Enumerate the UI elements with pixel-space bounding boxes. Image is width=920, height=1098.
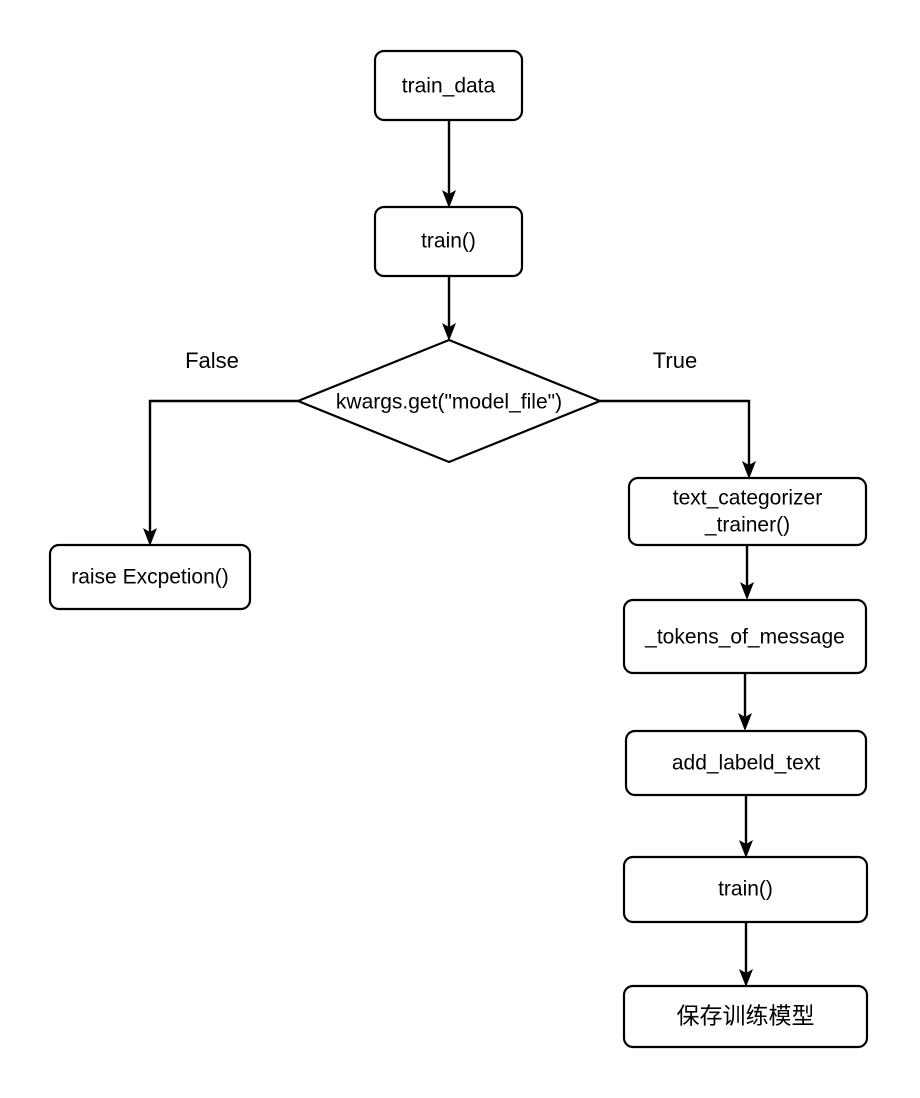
- arrow-head-icon: [742, 461, 756, 479]
- arrow-head-icon: [739, 969, 753, 987]
- node-tokens-of-message[interactable]: _tokens_of_message: [622, 598, 868, 675]
- node-train-call-label: train(): [421, 230, 476, 253]
- node-save-model-label: 保存训练模型: [677, 1004, 815, 1030]
- edge-train-data-to-train: [442, 120, 456, 208]
- branch-label-false: False: [185, 348, 239, 373]
- node-add-labeld-text-label: add_labeld_text: [672, 752, 820, 775]
- edge-train-to-save-model: [739, 922, 753, 987]
- node-text-categorizer-trainer[interactable]: text_categorizer _trainer(): [627, 476, 868, 547]
- edge-tokens-to-add-labeld-text: [738, 673, 752, 731]
- branch-label-true: True: [653, 348, 697, 373]
- node-train-data[interactable]: train_data: [373, 49, 524, 122]
- arrow-head-icon: [738, 713, 752, 731]
- node-text-categorizer-trainer-label-line1: text_categorizer: [673, 487, 822, 510]
- edge-train-to-decision: [442, 276, 456, 341]
- node-decision-shape[interactable]: [295, 338, 603, 464]
- node-tokens-of-message-label: _tokens_of_message: [644, 626, 845, 649]
- node-tokens-of-message-shape[interactable]: [622, 598, 868, 675]
- edge-decision-true-to-text-categorizer: [600, 399, 756, 479]
- node-raise-exception-label: raise Excpetion(): [71, 566, 229, 589]
- node-train-data-label: train_data: [402, 75, 496, 98]
- node-train-bottom-label: train(): [718, 878, 773, 901]
- node-text-categorizer-trainer-shape[interactable]: [627, 476, 868, 547]
- arrow-head-icon: [442, 323, 456, 341]
- node-add-labeld-text[interactable]: add_labeld_text: [624, 729, 868, 797]
- node-train-data-shape[interactable]: [373, 49, 524, 122]
- node-train-call-shape[interactable]: [373, 205, 524, 278]
- node-raise-exception[interactable]: raise Excpetion(): [48, 543, 252, 611]
- edge-add-labeld-text-to-train: [739, 795, 753, 858]
- node-train-bottom-shape[interactable]: [622, 855, 869, 924]
- edge-text-categorizer-to-tokens: [740, 545, 754, 600]
- arrow-head-icon: [442, 190, 456, 208]
- arrow-head-icon: [143, 528, 157, 546]
- node-decision-kwargs-get-model-file[interactable]: kwargs.get("model_file"): [295, 338, 603, 464]
- node-add-labeld-text-shape[interactable]: [624, 729, 868, 797]
- arrow-head-icon: [740, 582, 754, 600]
- node-decision-label: kwargs.get("model_file"): [336, 391, 562, 414]
- node-raise-exception-shape[interactable]: [48, 543, 252, 611]
- node-save-model-shape[interactable]: [622, 984, 869, 1049]
- node-train-bottom[interactable]: train(): [622, 855, 869, 924]
- edge-decision-false-to-raise: [143, 399, 298, 546]
- node-save-model[interactable]: 保存训练模型: [622, 984, 869, 1049]
- node-text-categorizer-trainer-label-line2: _trainer(): [704, 514, 790, 537]
- arrow-head-icon: [739, 840, 753, 858]
- node-train-call[interactable]: train(): [373, 205, 524, 278]
